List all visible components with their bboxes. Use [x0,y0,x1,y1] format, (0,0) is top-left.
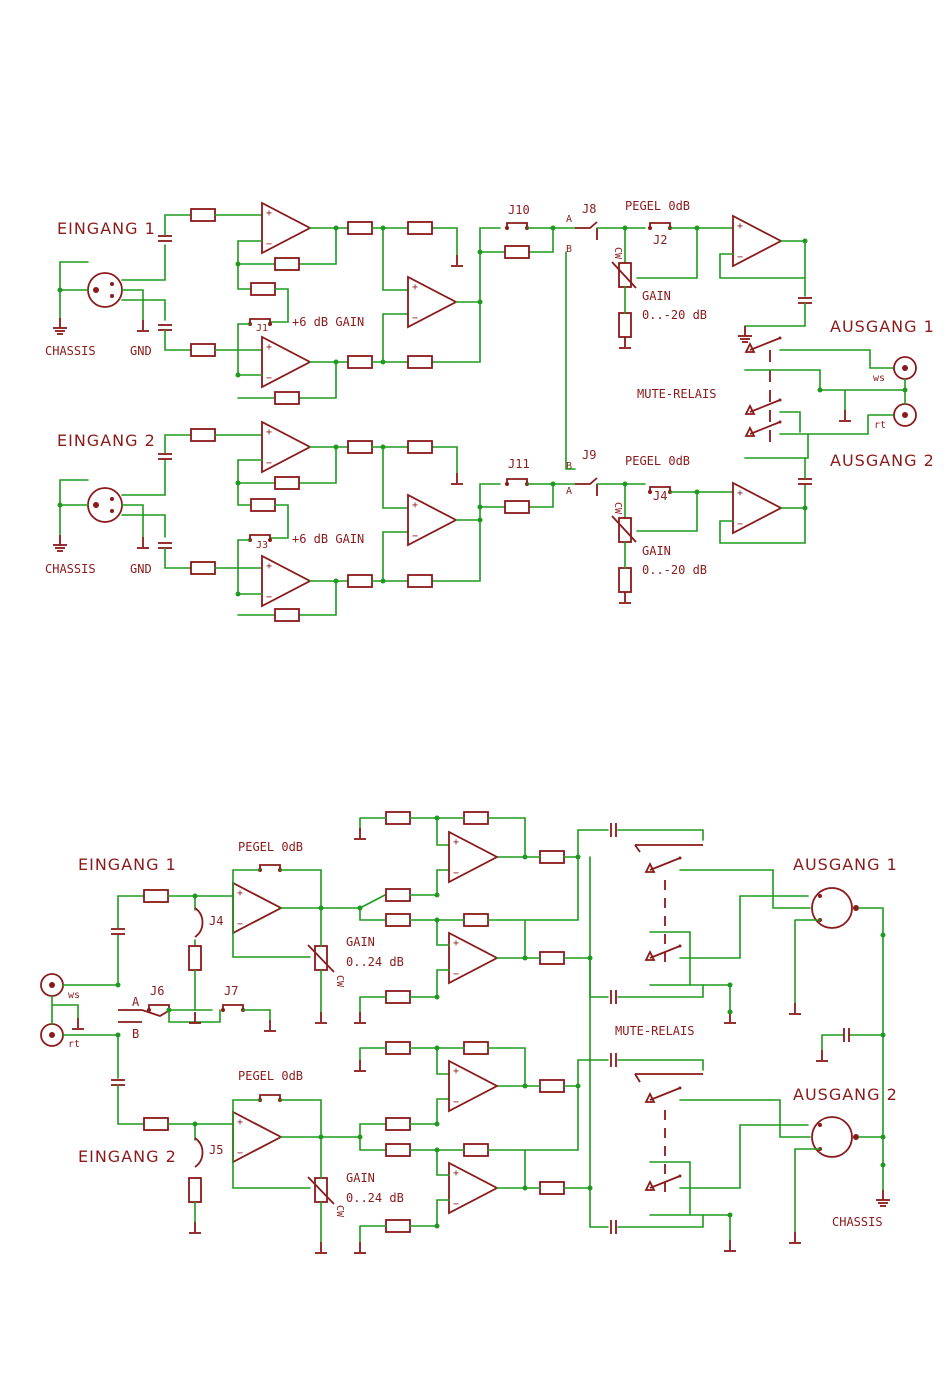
top-gain6-label-1: +6 dB GAIN [292,315,364,329]
top-gain6-label-2: +6 dB GAIN [292,532,364,546]
bottom-b-label: B [132,1027,139,1041]
top-b-label-2: B [566,461,572,472]
bottom-gain-range-label-2: 0..24 dB [346,1191,404,1205]
top-j4-label: J4 [653,489,667,503]
top-a-label-2: A [566,486,572,497]
top-gain-range-label-1: 0..-20 dB [642,308,707,322]
bottom-rt-label: rt [68,1039,80,1050]
bottom-output1-label: AUSGANG 1 [793,855,898,874]
top-gnd-1 [136,319,150,332]
bottom-input1-label: EINGANG 1 [78,855,177,874]
top-j11-label: J11 [508,457,530,471]
top-j1-label: J1 [256,323,268,334]
bottom-a-label: A [132,995,140,1009]
top-pegel-label-1: PEGEL 0dB [625,199,690,213]
top-mute-label: MUTE-RELAIS [637,387,716,401]
bottom-pegel-label-2: PEGEL 0dB [238,1069,303,1083]
top-chassis-label-1: CHASSIS [45,344,96,358]
bottom-j7-label: J7 [224,984,238,998]
top-chassis-label-2: CHASSIS [45,562,96,576]
bottom-output2-label: AUSGANG 2 [793,1085,898,1104]
top-b-label-1: B [566,244,572,255]
bottom-cw-label-1: CW [334,975,345,988]
bottom-gain-range-label-1: 0..24 dB [346,955,404,969]
bottom-pegel-label-1: PEGEL 0dB [238,840,303,854]
top-gain-range-label-2: 0..-20 dB [642,563,707,577]
top-cw-label-2: CW [612,502,623,515]
top-j10-label: J10 [508,203,530,217]
top-ws-label: ws [873,373,885,384]
bottom-gain-label-2: GAIN [346,1171,375,1185]
top-input2-label: EINGANG 2 [57,431,156,450]
top-gain-label-2: GAIN [642,544,671,558]
bottom-j6-label: J6 [150,984,164,998]
bottom-xlr-output1 [811,887,859,929]
top-xlr-input1 [87,272,123,308]
top-cw-label-1: CW [612,247,623,260]
bottom-xlr-output2 [811,1116,859,1158]
top-gnd-label-1: GND [130,344,152,358]
top-gnd-label-2: GND [130,562,152,576]
top-j8-label: J8 [582,202,596,216]
bottom-gain-label-1: GAIN [346,935,375,949]
bottom-j4-label: J4 [209,914,223,928]
bottom-j5-label: J5 [209,1143,223,1157]
top-j2-label: J2 [653,233,667,247]
top-chassis-ground-1 [52,317,68,335]
top-j9-label: J9 [582,448,596,462]
bottom-schematic: EINGANG 1 EINGANG 2 ws rt A B J6 J7 J4 P… [40,811,898,1254]
top-output2-label: AUSGANG 2 [830,451,935,470]
top-schematic: EINGANG 1 CHASSIS GND J1 +6 dB GAIN [45,199,935,622]
top-j3-label: J3 [256,540,268,551]
top-pegel-label-2: PEGEL 0dB [625,454,690,468]
bottom-chassis-label: CHASSIS [832,1215,883,1229]
bottom-input2-label: EINGANG 2 [78,1147,177,1166]
top-a-label-1: A [566,214,572,225]
bottom-cw-label-2: CW [334,1205,345,1218]
top-input1-label: EINGANG 1 [57,219,156,238]
top-rt-label: rt [874,420,886,431]
top-output1-label: AUSGANG 1 [830,317,935,336]
top-gain-label-1: GAIN [642,289,671,303]
bottom-ws-label: ws [68,990,80,1001]
bottom-mute-label: MUTE-RELAIS [615,1024,694,1038]
